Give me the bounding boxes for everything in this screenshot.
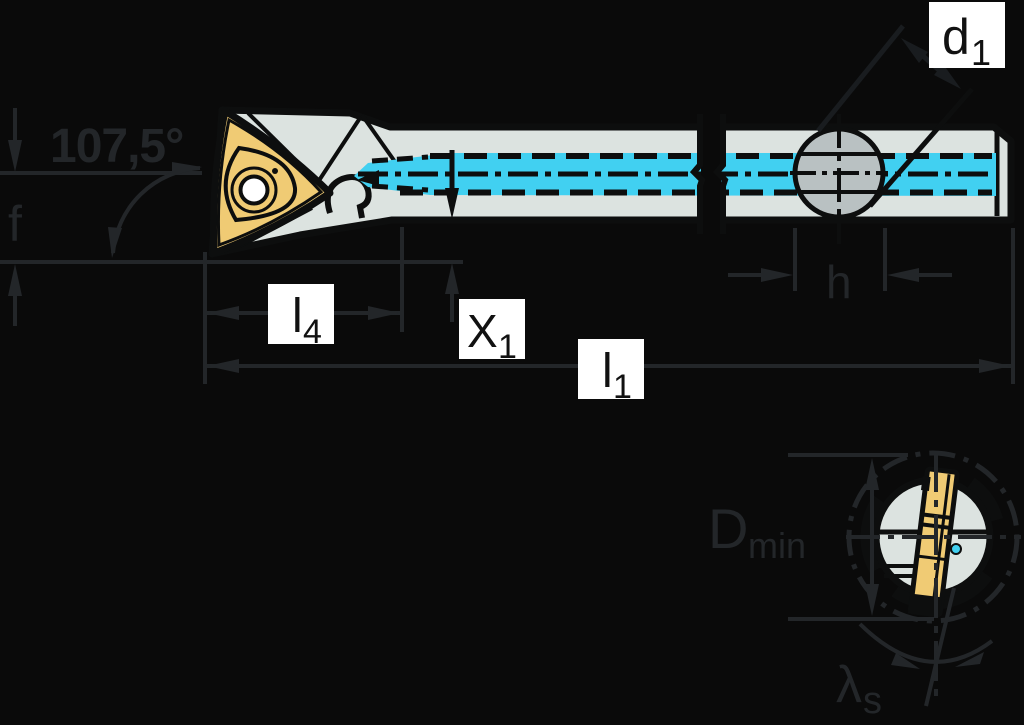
svg-text:4: 4 [303,313,322,351]
insert-axis-line [924,587,956,707]
f-label: f [8,196,22,252]
insert-dot [272,168,278,174]
coolant-flow-icon [357,170,379,186]
clamping-hole [790,114,888,244]
lambda-s-label: λ s [836,656,882,722]
dim-lambda-s [858,622,994,669]
svg-text:d: d [942,9,970,65]
dim-angle [108,162,202,258]
svg-text:λ: λ [836,656,862,714]
dmin-label: D min [708,497,806,566]
dim-x1 [445,150,459,322]
svg-text:1: 1 [498,328,517,366]
d1-tangent-lower [868,87,974,208]
cutting-insert [209,107,334,257]
labels: 107,5° f h l 4 X 1 l 1 d 1 D [8,2,1005,722]
chipbreaker-line [223,145,298,223]
svg-text:D: D [708,497,748,560]
l1-label: l 1 [578,339,644,406]
dim-d1 [816,24,961,133]
svg-text:X: X [467,305,498,357]
shank-break [689,110,729,238]
dim-dmin [788,453,934,621]
dim-h [728,228,952,291]
l4-label: l 4 [268,284,334,351]
h-label: h [826,256,852,308]
side-view [208,87,1015,258]
svg-text:1: 1 [971,32,991,73]
coolant-outlet-dot [950,543,962,555]
svg-text:l: l [602,345,613,398]
svg-text:l: l [292,290,303,343]
insert-edge-view [907,466,960,618]
svg-text:1: 1 [613,368,632,406]
angle-label: 107,5° [50,120,183,173]
d1-label: d 1 [929,2,1005,73]
svg-text:min: min [748,525,806,566]
dim-f [8,108,22,326]
svg-text:s: s [863,680,882,722]
x1-label: X 1 [459,299,525,366]
end-view [788,450,1021,707]
insert-screw-hole [238,174,270,206]
